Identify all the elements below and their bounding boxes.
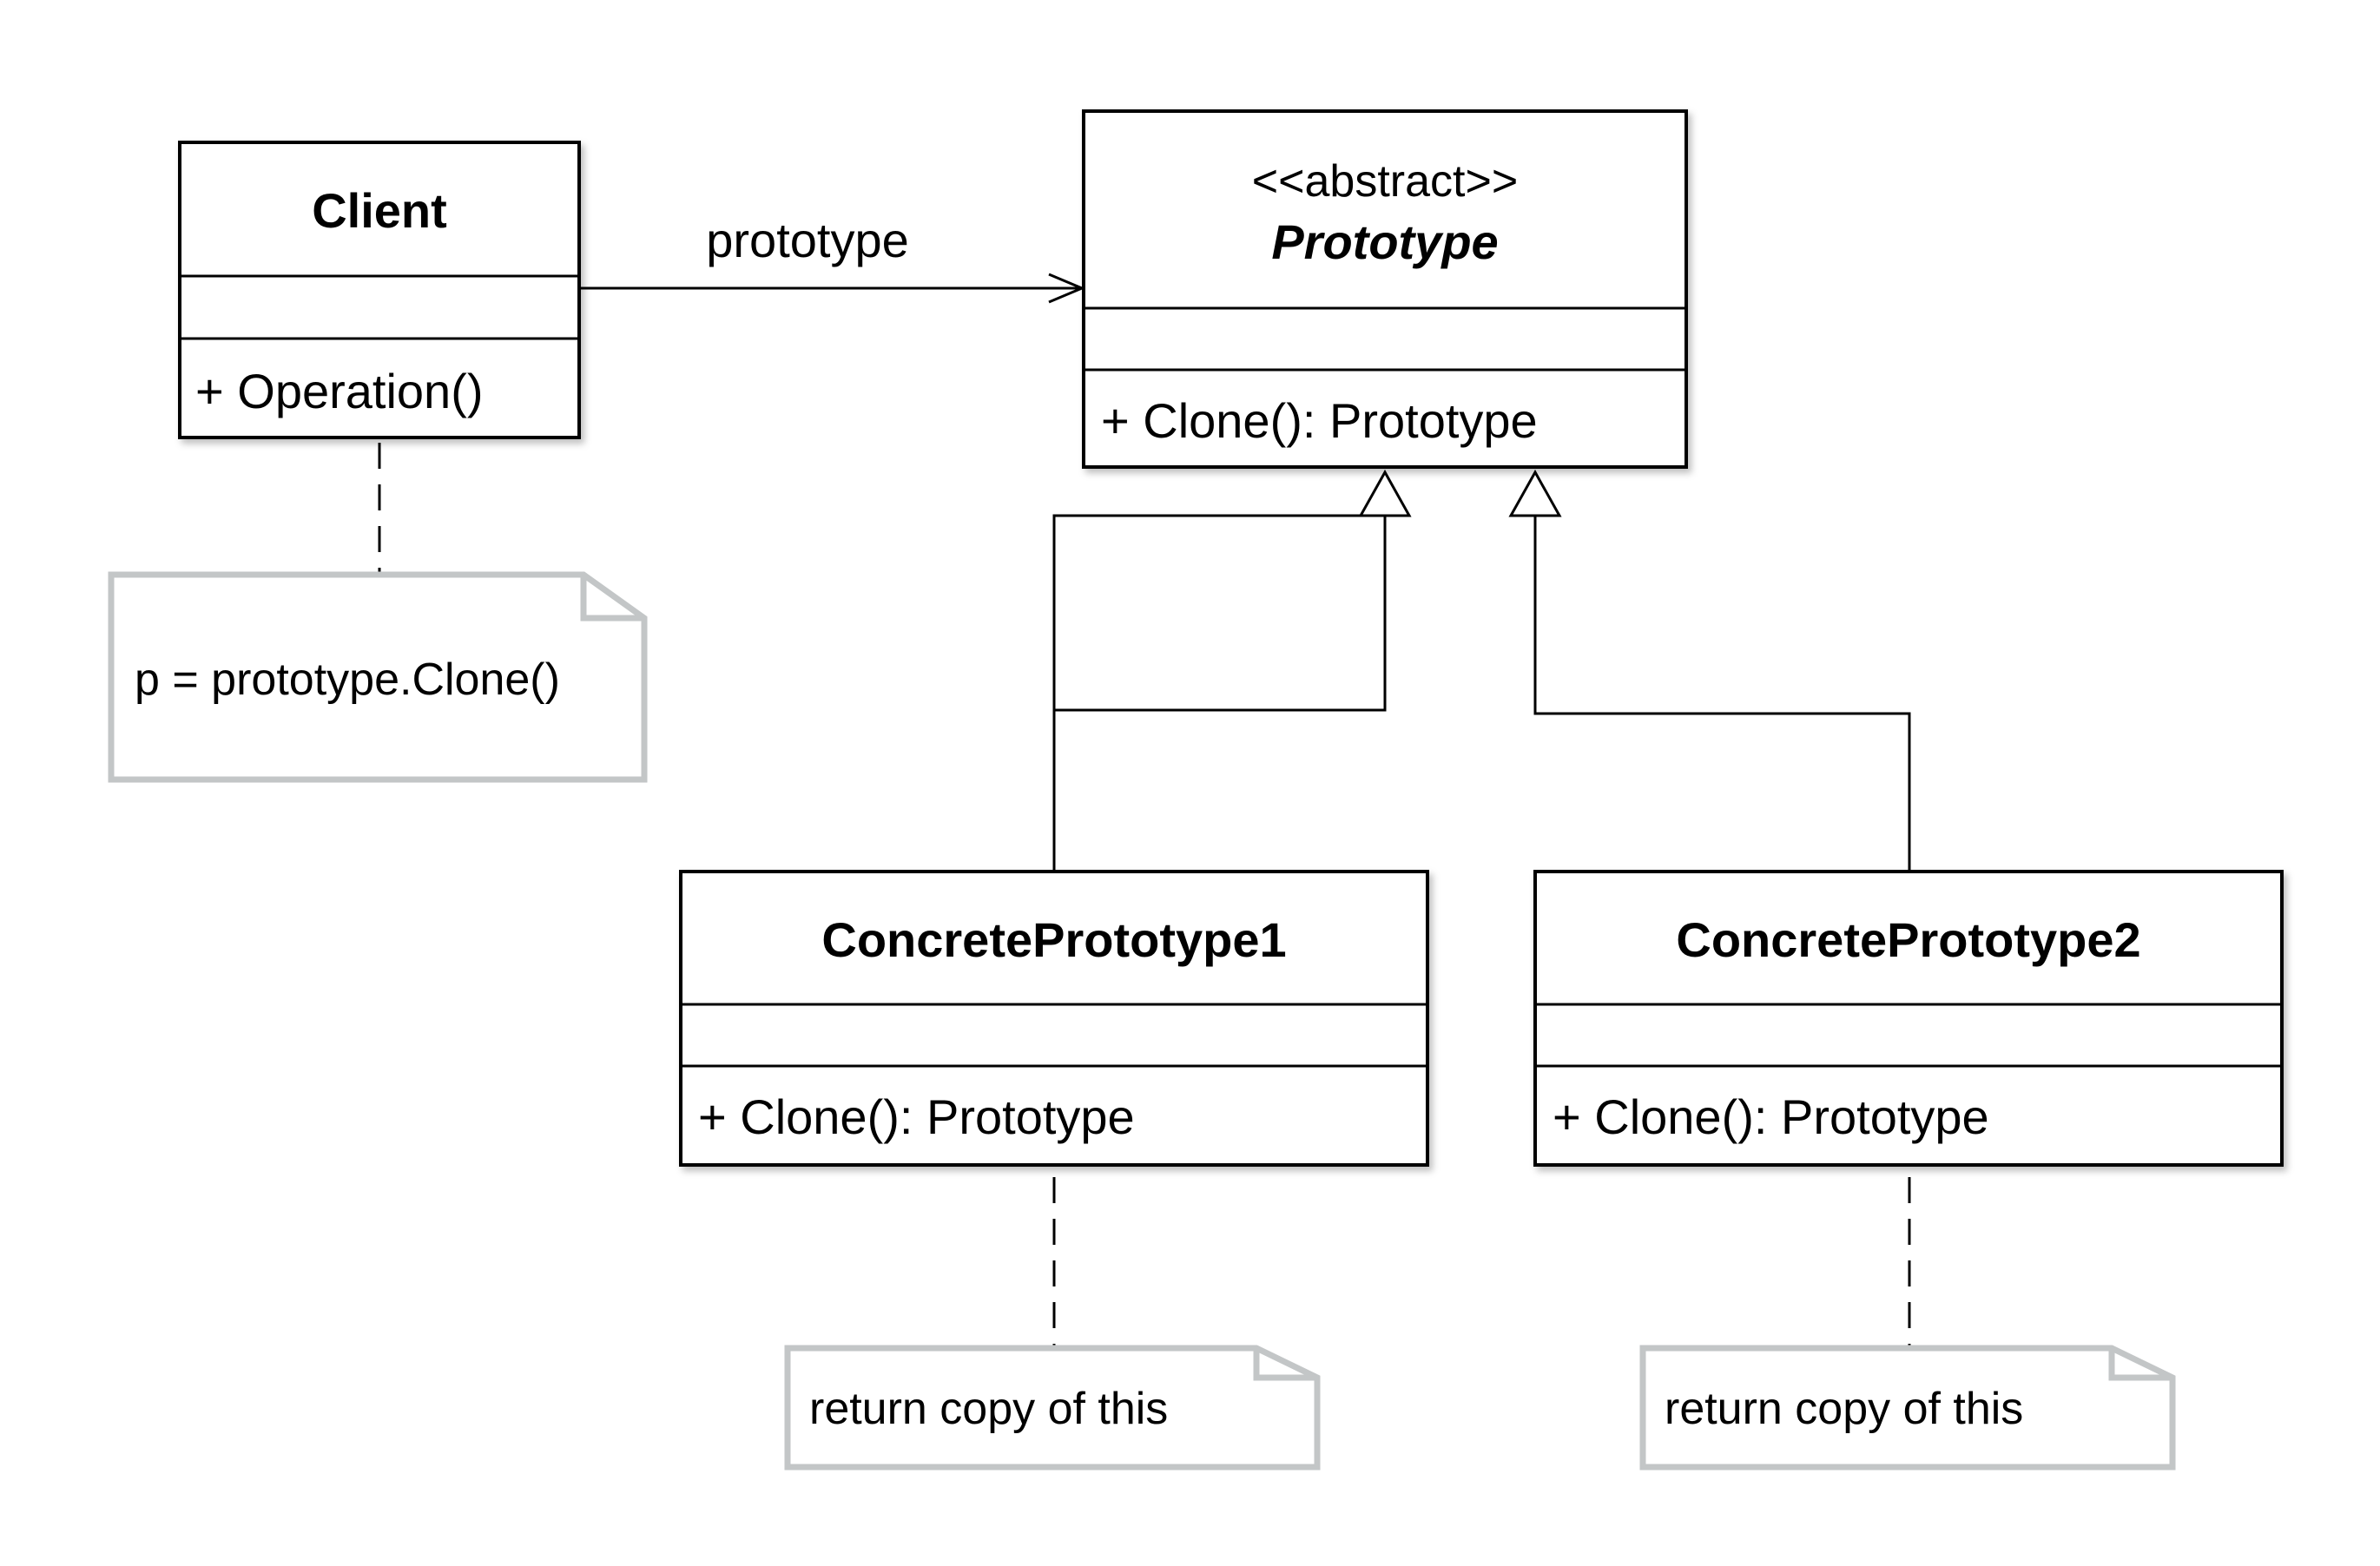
prototype-operation: + Clone(): Prototype [1101,393,1538,448]
concrete-prototype2-name: ConcretePrototype2 [1676,912,2140,967]
association-label: prototype [706,213,909,267]
client-note: p = prototype.Clone() [108,571,648,783]
client-class[interactable]: Client + Operation() [178,141,581,439]
concrete1-note-text: return copy of this [809,1384,1168,1434]
concrete2-note-text: return copy of this [1665,1384,2023,1434]
concrete-prototype1-name: ConcretePrototype1 [821,912,1286,967]
client-class-name: Client [312,183,447,238]
generalization-triangle-1 [1358,469,1412,517]
prototype-stereotype: <<abstract>> [1252,156,1518,207]
prototype-class-name: Prototype [1271,214,1498,269]
client-note-text: p = prototype.Clone() [135,655,560,705]
generalization-concrete2 [1508,469,1911,870]
association-arrow: prototype [579,213,1085,304]
generalization-triangle-2 [1508,469,1562,517]
concrete-prototype1-class[interactable]: ConcretePrototype1 + Clone(): Prototype [679,870,1429,1167]
generalization-concrete1 [1052,469,1412,870]
concrete-prototype2-operation: + Clone(): Prototype [1553,1089,1989,1144]
concrete-prototype2-class[interactable]: ConcretePrototype2 + Clone(): Prototype [1533,870,2284,1167]
concrete-prototype1-operation: + Clone(): Prototype [698,1089,1135,1144]
prototype-class[interactable]: <<abstract>> Prototype + Clone(): Protot… [1082,109,1688,469]
client-operation: + Operation() [195,364,484,418]
concrete1-note: return copy of this [784,1345,1321,1471]
concrete2-note: return copy of this [1639,1345,2176,1471]
